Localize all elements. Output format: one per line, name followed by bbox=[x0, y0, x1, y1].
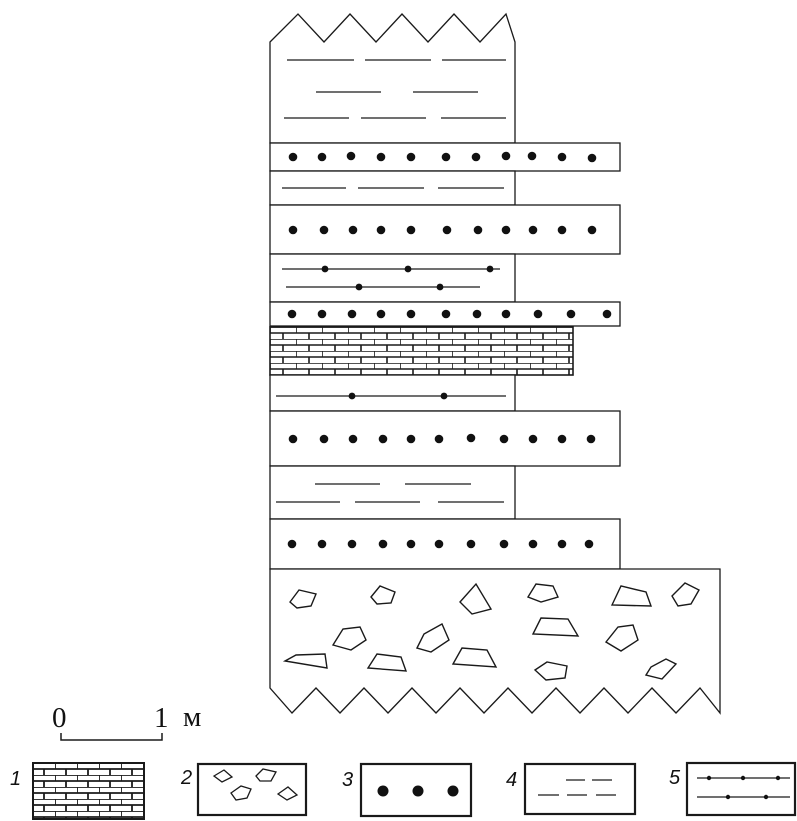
legend-swatch-shale bbox=[525, 764, 635, 814]
legend-item-limestone: 1 bbox=[10, 763, 144, 819]
layer-sandstone-3 bbox=[270, 302, 620, 326]
legend-swatch-breccia bbox=[198, 764, 306, 815]
legend-swatch-siltstone bbox=[687, 763, 795, 815]
scale-bar-unit-label: м bbox=[183, 701, 201, 733]
layer-siltstone-2 bbox=[270, 375, 515, 411]
stratigraphic-column bbox=[270, 14, 720, 713]
layer-sandstone-5 bbox=[270, 519, 620, 569]
legend-number-3: 3 bbox=[342, 769, 353, 791]
legend-item-shale: 4 bbox=[506, 764, 635, 814]
scale-bar-start-label: 0 bbox=[52, 702, 67, 734]
legend: 1 2 3 4 bbox=[10, 763, 795, 819]
layer-breccia-base bbox=[270, 569, 720, 713]
layer-sandstone-4 bbox=[270, 411, 620, 466]
layer-shale-3 bbox=[270, 466, 515, 519]
layer-sandstone-2 bbox=[270, 205, 620, 254]
legend-item-siltstone: 5 bbox=[669, 763, 795, 815]
scale-bar: 0 1 м bbox=[52, 701, 201, 740]
legend-number-2: 2 bbox=[180, 767, 192, 789]
layer-siltstone-1 bbox=[270, 254, 515, 302]
legend-swatch-limestone bbox=[33, 763, 144, 819]
legend-item-breccia: 2 bbox=[180, 764, 306, 815]
layer-shale-top bbox=[270, 14, 515, 143]
layer-sandstone-1 bbox=[270, 143, 620, 171]
legend-number-5: 5 bbox=[669, 767, 681, 789]
layer-limestone bbox=[270, 327, 573, 375]
legend-number-4: 4 bbox=[506, 769, 517, 791]
scale-bar-end-label: 1 bbox=[154, 702, 169, 734]
legend-item-sandstone: 3 bbox=[342, 764, 471, 816]
legend-number-1: 1 bbox=[10, 768, 21, 790]
layer-shale-2 bbox=[270, 171, 515, 205]
